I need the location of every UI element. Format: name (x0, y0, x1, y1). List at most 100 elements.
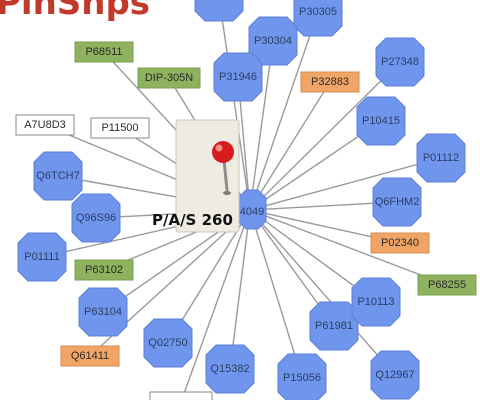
node-p01112[interactable]: P01112 (416, 133, 466, 183)
center-node[interactable]: 4049 (237, 189, 267, 230)
node-label: Q6TCH7 (36, 170, 79, 182)
protein-node-shape (375, 37, 425, 87)
node-p68511[interactable]: P68511 (74, 41, 134, 63)
edge-p27348 (249, 61, 401, 211)
center-node-label: 4049 (240, 206, 264, 218)
node-q6tch7[interactable]: Q6TCH7 (33, 151, 83, 201)
protein-node-shape (205, 344, 255, 394)
node-label: P27348 (381, 56, 419, 68)
node-p63102[interactable]: P63102 (74, 259, 134, 281)
orange-node-box (300, 71, 360, 93)
node-label: Q15382 (210, 363, 249, 375)
node-label: A7U8D3 (24, 119, 66, 131)
map-pin-icon (212, 141, 234, 195)
protein-node-shape (370, 350, 420, 400)
node-label: P01112 (423, 152, 459, 164)
edge-q15382 (229, 209, 251, 370)
edge-p15056 (249, 209, 303, 379)
node-label: P63102 (85, 264, 123, 276)
node-p30304[interactable]: P30304 (248, 16, 298, 66)
node-p10113[interactable]: P10113 (351, 277, 401, 327)
node-q15382[interactable]: Q15382 (205, 344, 255, 394)
node-p30305[interactable]: P30305 (293, 0, 343, 37)
app-title: PinSnps (0, 0, 150, 23)
edge-p07148 (218, 0, 251, 211)
node-label: P15056 (283, 372, 321, 384)
pin-label: P/A/S 260 (152, 211, 233, 229)
node-p01111[interactable]: P01111 (17, 232, 67, 282)
edge-p68255 (249, 209, 448, 286)
protein-node-shape (248, 16, 298, 66)
node-label: DIP-305N (145, 72, 193, 84)
node-p61981[interactable]: P61981 (309, 301, 359, 351)
protein-node-shape (416, 133, 466, 183)
node-label: P30304 (254, 35, 292, 47)
protein-node-shape (356, 96, 406, 146)
node-p63104[interactable]: P63104 (78, 287, 128, 337)
node-label: Q02750 (148, 337, 187, 349)
green-node-box (137, 67, 201, 89)
protein-node-shape (33, 151, 83, 201)
node-label: P61981 (315, 320, 353, 332)
orange-node-box (370, 232, 430, 254)
node-p07148[interactable]: P07148 (194, 0, 244, 22)
green-node-box (74, 41, 134, 63)
node-label: P68511 (85, 46, 122, 58)
edge-p32883 (249, 81, 331, 211)
node-q96s96[interactable]: Q96S96 (71, 193, 121, 243)
node-p02340[interactable]: P02340 (370, 232, 430, 254)
node-label: Q6FHM2 (375, 196, 420, 208)
node-label: P01111 (24, 251, 59, 263)
node-a7u8d3[interactable]: A7U8D3 (15, 114, 75, 136)
node-p68255[interactable]: P68255 (417, 274, 477, 296)
node-label: P31946 (219, 71, 257, 83)
node-label: P11500 (101, 122, 138, 134)
edge-unlabeled (180, 209, 251, 403)
green-node-box (74, 259, 134, 281)
node-p31946[interactable]: P31946 (213, 52, 263, 102)
protein-node-shape (194, 0, 244, 22)
protein-node-shape (143, 318, 193, 368)
node-label: P07148 (200, 0, 238, 3)
edge-p01112 (249, 157, 442, 211)
edge-q12967 (249, 209, 396, 376)
white-node-box (149, 391, 213, 405)
protein-node-shape (372, 177, 422, 227)
protein-node-shape (213, 52, 263, 102)
node-p32883[interactable]: P32883 (300, 71, 360, 93)
node-q12967[interactable]: Q12967 (370, 350, 420, 400)
node-label: Q96S96 (76, 212, 116, 224)
node-label: P02340 (381, 237, 419, 249)
node-label: P10415 (362, 115, 400, 127)
orange-node-box (60, 345, 120, 367)
node-p27348[interactable]: P27348 (375, 37, 425, 87)
protein-node-shape (17, 232, 67, 282)
node-label: Q61411 (71, 350, 109, 362)
node-q02750[interactable]: Q02750 (143, 318, 193, 368)
node-unlabeled[interactable] (149, 391, 213, 405)
white-node-box (90, 117, 150, 139)
node-p11500[interactable]: P11500 (90, 117, 150, 139)
node-q61411[interactable]: Q61411 (60, 345, 120, 367)
protein-node-shape (309, 301, 359, 351)
node-label: P63104 (84, 306, 122, 318)
protein-node-shape (78, 287, 128, 337)
pin-callout[interactable]: P/A/S 260 (152, 119, 240, 233)
node-p15056[interactable]: P15056 (277, 353, 327, 403)
node-label: P10113 (357, 296, 394, 308)
white-node-box (15, 114, 75, 136)
node-label: Q12967 (375, 369, 414, 381)
protein-node-shape (293, 0, 343, 37)
node-label: P32883 (311, 76, 349, 88)
node-q6fhm2[interactable]: Q6FHM2 (372, 177, 422, 227)
green-node-box (417, 274, 477, 296)
node-p10415[interactable]: P10415 (356, 96, 406, 146)
protein-node-shape (351, 277, 401, 327)
node-dip-305n[interactable]: DIP-305N (137, 67, 201, 89)
node-label: P68255 (428, 279, 466, 291)
edge-p30305 (249, 11, 319, 211)
protein-node-shape (71, 193, 121, 243)
